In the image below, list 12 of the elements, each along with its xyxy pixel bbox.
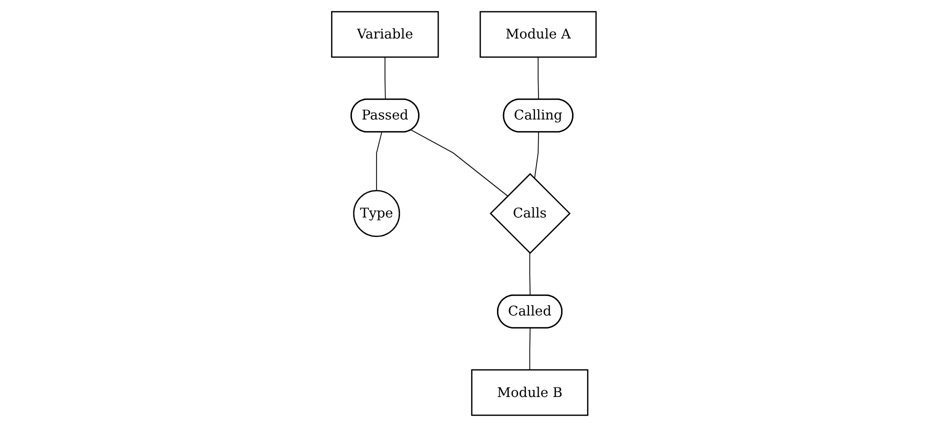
connector [384,56,386,100]
connector [410,130,508,196]
connector [534,132,539,180]
connector [376,132,382,192]
connector [537,56,539,100]
node-circle: Type [352,190,400,237]
node-diamond: Calls [489,173,570,254]
connector [528,252,530,296]
node-box: Module A [479,11,596,58]
connector [528,328,530,370]
node-box: Module B [470,369,588,416]
node-box: Variable [330,11,438,58]
